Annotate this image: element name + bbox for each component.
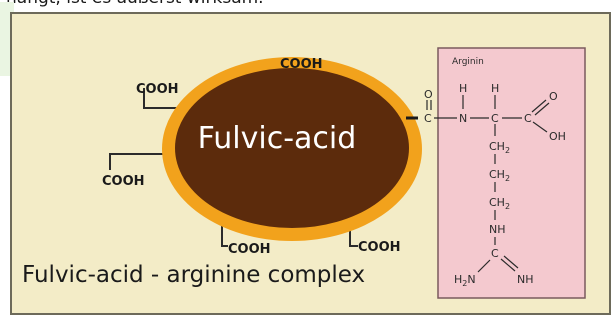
branch-bottom-left	[221, 226, 228, 247]
atom-oh: OH	[549, 130, 566, 143]
atom-c-alpha: C	[491, 112, 499, 125]
atom-c-carboxyl: C	[524, 112, 532, 125]
fulvic-acid-label: Fulvic-acid	[198, 121, 357, 156]
atom-nh: NH	[489, 223, 506, 236]
atom-o-carboxyl: O	[549, 90, 558, 103]
atom-n: N	[459, 112, 467, 125]
atom-ch2-3: CH2	[489, 196, 510, 211]
cooh-label-bottom-left: COOH	[228, 242, 271, 257]
arginine-box	[437, 47, 586, 299]
fulvic-acid-ellipse-inner	[175, 68, 409, 228]
atom-c-left: C	[424, 112, 432, 125]
atom-h2n: H2N	[454, 273, 476, 288]
cooh-label-top-left: COOH	[136, 82, 179, 97]
cooh-label-top: COOH	[280, 57, 323, 72]
cooh-label-left: COOH	[102, 174, 145, 189]
diagram-caption: Fulvic-acid - arginine complex	[22, 262, 366, 288]
atom-c-guanidine: C	[491, 247, 499, 260]
header-text: hängt, ist es äußerst wirksam.	[6, 0, 264, 8]
atom-o-top: O	[424, 88, 433, 101]
atom-h1: H	[459, 82, 467, 95]
atom-h2: H	[491, 82, 499, 95]
arginine-title: Arginin	[452, 57, 484, 67]
branch-top-left	[143, 88, 185, 109]
atom-nh-right: NH	[517, 273, 534, 286]
branch-left	[109, 153, 164, 170]
branch-bottom-right	[349, 226, 358, 247]
arginine-structure: N H C H C O OH CH2 CH2 CH2 NH C H2N	[434, 82, 566, 288]
cooh-label-bottom-right: COOH	[358, 240, 401, 255]
atom-ch2-2: CH2	[489, 168, 510, 183]
atom-ch2-1: CH2	[489, 140, 510, 155]
